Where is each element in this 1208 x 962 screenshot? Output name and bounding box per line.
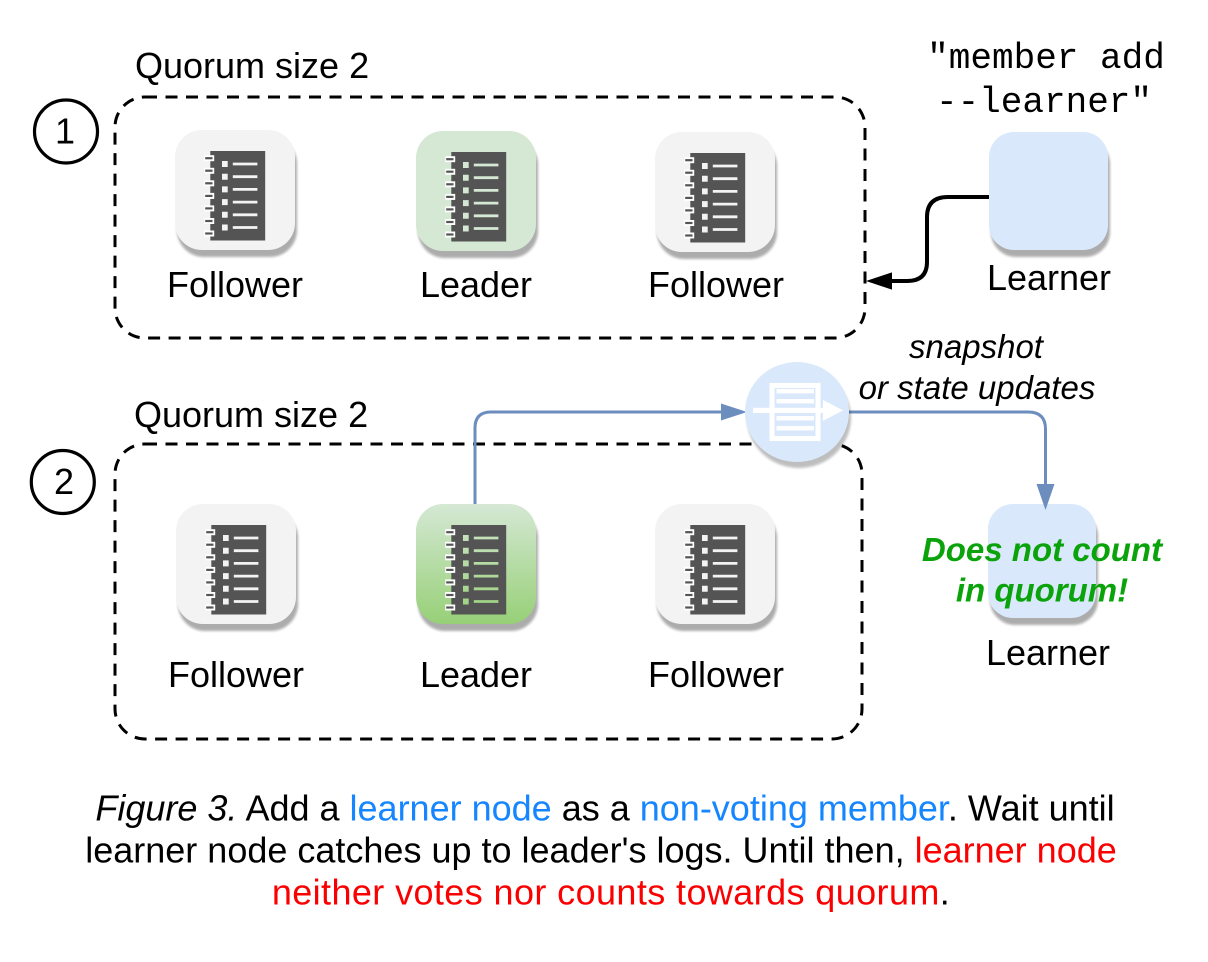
svg-text:Leader: Leader: [420, 654, 532, 695]
svg-text:Follower: Follower: [648, 264, 784, 305]
svg-text:neither votes nor counts towar: neither votes nor counts towards quorum.: [272, 872, 950, 913]
svg-text:or state updates: or state updates: [859, 369, 1096, 406]
svg-text:learner node catches up to lea: learner node catches up to leader's logs…: [85, 830, 1117, 871]
svg-text:Does not count: Does not count: [922, 531, 1164, 568]
svg-text:"member add: "member add: [927, 38, 1165, 79]
svg-text:Leader: Leader: [420, 264, 532, 305]
svg-text:2: 2: [54, 461, 74, 502]
svg-text:snapshot: snapshot: [909, 328, 1045, 365]
svg-text:Follower: Follower: [648, 654, 784, 695]
svg-text:Quorum size 2: Quorum size 2: [134, 394, 368, 435]
svg-text:Learner: Learner: [986, 632, 1110, 673]
svg-text:Follower: Follower: [167, 264, 303, 305]
svg-text:Learner: Learner: [987, 257, 1111, 298]
svg-text:--learner": --learner": [936, 82, 1152, 123]
svg-text:1: 1: [55, 111, 75, 152]
svg-text:in quorum!: in quorum!: [956, 572, 1128, 609]
svg-text:Follower: Follower: [168, 654, 304, 695]
svg-text:Quorum size 2: Quorum size 2: [135, 45, 369, 86]
svg-text:Figure 3. Add a learner node a: Figure 3. Add a learner node as a non-vo…: [95, 788, 1114, 829]
